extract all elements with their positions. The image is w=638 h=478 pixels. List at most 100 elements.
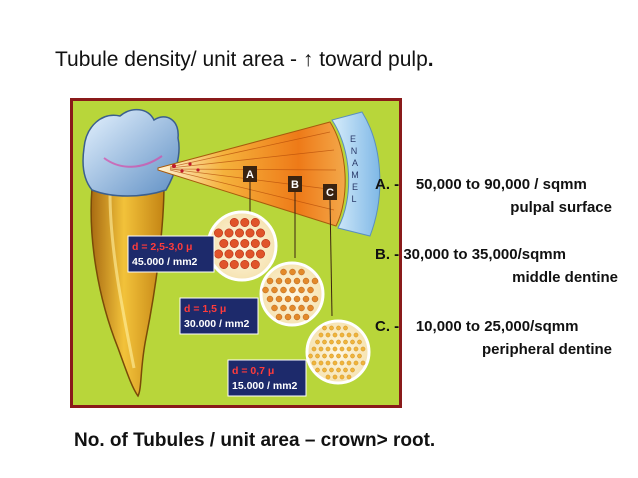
tubule-dot (339, 360, 345, 366)
tubule-dot (219, 239, 229, 249)
tubule-dot (343, 339, 348, 345)
size-box-b: d = 1,5 μ 30.000 / mm2 (179, 297, 259, 335)
tubule-dot (302, 295, 310, 303)
tubule-dot (284, 277, 292, 285)
size-box-b-diameter: d = 1,5 μ (184, 303, 226, 315)
tubule-dot (346, 360, 352, 366)
tubule-dot (339, 346, 345, 352)
tubule-dot (250, 260, 260, 270)
illustration-svg: E N A M E L A B C (70, 98, 402, 408)
annotation-b-label: B. - (375, 246, 400, 263)
annotation-c-label: C. - (375, 318, 400, 335)
annotation-b-sub: middle dentine (512, 269, 618, 286)
enamel-band (331, 111, 381, 237)
slide-title: Tubule density/ unit area - ↑ toward pul… (55, 48, 434, 72)
tubule-dot (346, 332, 352, 338)
tubule-dot (325, 360, 331, 366)
tubule-dot (322, 353, 327, 359)
tubule-dot (332, 374, 338, 380)
tubule-dot (256, 249, 266, 259)
tubule-dot (315, 339, 320, 345)
footer-statement: No. of Tubules / unit area – crown> root… (74, 430, 436, 451)
size-box-a-diameter: d = 2,5-3,0 μ (132, 241, 192, 253)
tubule-dot (353, 332, 359, 338)
tubule-dot (289, 286, 296, 294)
tubule-dot (353, 346, 359, 352)
tubule-dot (298, 304, 305, 312)
enamel-letter: N (351, 146, 358, 156)
tubule-dot (307, 286, 314, 294)
tubule-dot (240, 218, 250, 228)
tubule-dot (325, 374, 331, 380)
zone-c-tag (323, 184, 337, 200)
tubule-dot (293, 313, 301, 321)
tubule-dot (357, 339, 362, 345)
tubule-dot (343, 353, 348, 359)
tubule-dot (332, 360, 338, 366)
tubule-dot (311, 295, 319, 303)
enamel-letter: A (352, 158, 358, 168)
tubule-dot (336, 367, 341, 373)
tubule-dot (350, 367, 355, 373)
tubule-dot (325, 332, 331, 338)
tubule-dot (219, 260, 229, 270)
size-box-b-density: 30.000 / mm2 (184, 318, 250, 330)
tubule-dot (266, 295, 274, 303)
tubule-dot (336, 339, 341, 345)
tubule-dot (235, 228, 245, 238)
tubule-dot (275, 313, 283, 321)
tubule-dot (308, 353, 313, 359)
tubule-circle-a (206, 210, 278, 282)
title-period: . (427, 48, 434, 71)
enamel-letter: M (351, 170, 359, 180)
tubule-dot (240, 239, 250, 249)
tubule-dot (229, 239, 239, 249)
tubule-dot (360, 360, 366, 366)
tubule-dot (298, 268, 305, 276)
tubule-dot (250, 218, 260, 228)
tubule-dot (339, 332, 345, 338)
tubule-circle-b (259, 261, 325, 327)
size-box-c-density: 15.000 / mm2 (232, 380, 298, 392)
tubule-dot (311, 277, 319, 285)
annotation-c: C. - 10,000 to 25,000/sqmm (375, 318, 578, 335)
tubule-dot (332, 346, 338, 352)
tubule-dot (245, 228, 255, 238)
tubule-dot (322, 339, 327, 345)
tubule-dot (275, 295, 283, 303)
tubule-dot (311, 360, 317, 366)
tubule-dot (318, 360, 324, 366)
tubule-dot (284, 313, 292, 321)
tubule-dot (322, 325, 327, 331)
tubule-dot (318, 346, 324, 352)
tubule-dot (307, 304, 314, 312)
enamel-letter: E (352, 182, 358, 192)
title-text: Tubule density/ unit area - ↑ toward pul… (55, 48, 428, 71)
tubule-dot (346, 374, 352, 380)
tubule-dot (256, 228, 266, 238)
tubule-dot (293, 295, 301, 303)
enamel-letter: E (350, 134, 356, 144)
dentin-tubule-illustration: E N A M E L A B C (70, 98, 402, 408)
size-box-c-diameter: d = 0,7 μ (232, 365, 274, 377)
tubule-dot (245, 249, 255, 259)
zone-labels: A B C (243, 166, 337, 200)
tubule-dot (280, 286, 287, 294)
zone-a-tag (243, 166, 257, 182)
tubule-dot (315, 367, 320, 373)
tubule-dot (315, 353, 320, 359)
tubule-dot (353, 360, 359, 366)
tubule-dot (343, 325, 348, 331)
zone-b-letter: B (291, 179, 299, 191)
tubule-dot (350, 353, 355, 359)
tubule-dot (280, 268, 287, 276)
size-box-a: d = 2,5-3,0 μ 45.000 / mm2 (127, 235, 215, 273)
tubule-dot (332, 332, 338, 338)
tubule-dot (289, 268, 296, 276)
tubule-dot (343, 367, 348, 373)
tubule-dot (325, 346, 331, 352)
zone-a-letter: A (246, 169, 254, 181)
size-box-a-density: 45.000 / mm2 (132, 256, 198, 268)
tubule-dot (329, 353, 334, 359)
tubule-dot (261, 239, 271, 249)
